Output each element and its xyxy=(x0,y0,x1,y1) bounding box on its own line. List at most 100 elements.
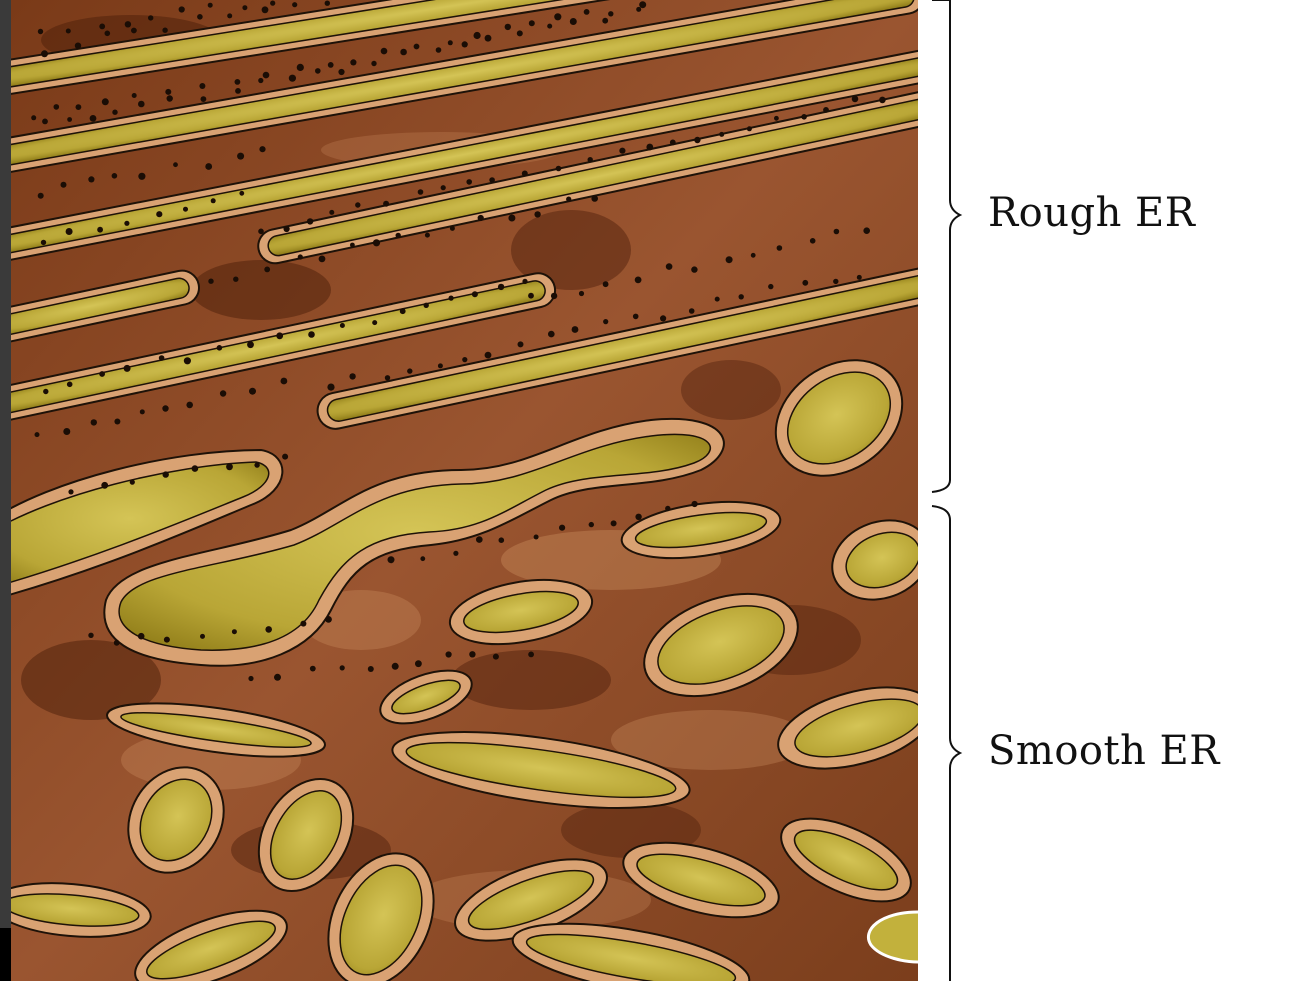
ribosome-dot xyxy=(167,95,173,101)
ribosome-dot xyxy=(242,5,247,10)
ribosome-dot xyxy=(254,462,259,467)
ribosome-dot xyxy=(834,229,840,235)
left-edge-bar-dark xyxy=(0,928,11,981)
ribosome-dot xyxy=(112,173,118,179)
ribosome-dot xyxy=(665,506,670,511)
ribosome-dot xyxy=(453,551,458,556)
ribosome-dot xyxy=(476,536,483,543)
ribosome-dot xyxy=(124,221,129,226)
ribosome-dot xyxy=(559,525,565,531)
region-brackets xyxy=(918,0,978,981)
ribosome-dot xyxy=(517,30,523,36)
ribosome-dot xyxy=(726,256,733,263)
ribosome-dot xyxy=(258,229,264,235)
ribosome-dot xyxy=(635,514,641,520)
ribosome-dot xyxy=(192,465,199,472)
ribosome-dot xyxy=(197,14,203,20)
ribosome-dot xyxy=(418,189,424,195)
ribosome-dot xyxy=(232,629,237,634)
ribosome-dot xyxy=(186,402,193,409)
ribosome-dot xyxy=(349,373,355,379)
ribosome-dot xyxy=(66,29,71,34)
ribosome-dot xyxy=(529,20,535,26)
ribosome-dot xyxy=(140,409,145,414)
ribosome-dot xyxy=(879,97,886,104)
ribosome-dot xyxy=(164,637,170,643)
ribosome-dot xyxy=(211,198,216,203)
ribosome-dot xyxy=(603,319,608,324)
ribosome-dot xyxy=(247,341,254,348)
ribosome-dot xyxy=(493,654,499,660)
ribosome-dot xyxy=(264,267,270,273)
ribosome-dot xyxy=(99,371,105,377)
ribosome-dot xyxy=(522,279,527,284)
ribosome-dot xyxy=(183,207,188,212)
ribosome-dot xyxy=(646,144,653,151)
ribosome-dot xyxy=(249,388,256,395)
ribosome-dot xyxy=(396,233,401,238)
ribosome-dot xyxy=(239,191,244,196)
ribosome-dot xyxy=(248,676,253,681)
ribosome-dot xyxy=(173,162,178,167)
ribosome-dot xyxy=(777,245,783,251)
ribosome-dot xyxy=(263,72,270,79)
ribosome-dot xyxy=(572,326,579,333)
ribosome-dot xyxy=(258,78,263,83)
ribosome-dot xyxy=(478,215,484,221)
ribosome-dot xyxy=(163,471,169,477)
ribosome-dot xyxy=(715,297,720,302)
ribosome-dot xyxy=(31,115,36,120)
ribosome-dot xyxy=(308,331,315,338)
ribosome-dot xyxy=(132,93,137,98)
ribosome-dot xyxy=(325,616,332,623)
ribosome-dot xyxy=(329,210,334,215)
ribosome-dot xyxy=(114,419,120,425)
ribosome-dot xyxy=(159,355,165,361)
ribosome-dot xyxy=(591,195,598,202)
ribosome-dot xyxy=(61,182,67,188)
ribosome-dot xyxy=(199,83,205,89)
ribosome-dot xyxy=(863,227,870,234)
ribosome-dot xyxy=(298,254,303,259)
ribosome-dot xyxy=(259,146,265,152)
ribosome-dot xyxy=(325,1,330,6)
ribosome-dot xyxy=(148,15,153,20)
ribosome-dot xyxy=(235,88,241,94)
ribosome-dot xyxy=(689,308,695,314)
ribosome-dot xyxy=(472,291,478,297)
ribosome-dot xyxy=(833,279,838,284)
ribosome-dot xyxy=(548,331,555,338)
ribosome-dot xyxy=(297,64,304,71)
ribosome-dot xyxy=(603,281,609,287)
ribosome-dot xyxy=(611,520,617,526)
ribosome-dot xyxy=(130,480,135,485)
ribosome-dot xyxy=(315,68,321,74)
ribosome-dot xyxy=(90,115,97,122)
ribosome-dot xyxy=(165,89,171,95)
ribosome-dot xyxy=(67,382,73,388)
ribosome-dot xyxy=(41,240,46,245)
ribosome-dot xyxy=(446,651,452,657)
ribosome-dot xyxy=(588,157,593,162)
ribosome-dot xyxy=(420,556,425,561)
ribosome-dot xyxy=(450,226,455,231)
ribosome-dot xyxy=(691,266,697,272)
ribosome-dot xyxy=(355,202,360,207)
ribosome-dot xyxy=(751,253,756,258)
ribosome-dot xyxy=(101,482,108,489)
ribosome-dot xyxy=(88,633,93,638)
ribosome-dot xyxy=(75,43,81,49)
ribosome-dot xyxy=(810,238,816,244)
ribosome-dot xyxy=(282,454,288,460)
ribosome-dot xyxy=(556,166,562,172)
ribosome-dot xyxy=(97,227,103,233)
ribosome-dot xyxy=(226,463,233,470)
ribosome-dot xyxy=(76,104,82,110)
ribosome-dot xyxy=(407,368,412,373)
ribosome-dot xyxy=(823,107,829,113)
rough-er-label: Rough ER xyxy=(988,190,1195,236)
ribosome-dot xyxy=(340,665,345,670)
ribosome-dot xyxy=(385,375,390,380)
ribosome-dot xyxy=(138,101,145,108)
ribosome-dot xyxy=(633,314,639,320)
